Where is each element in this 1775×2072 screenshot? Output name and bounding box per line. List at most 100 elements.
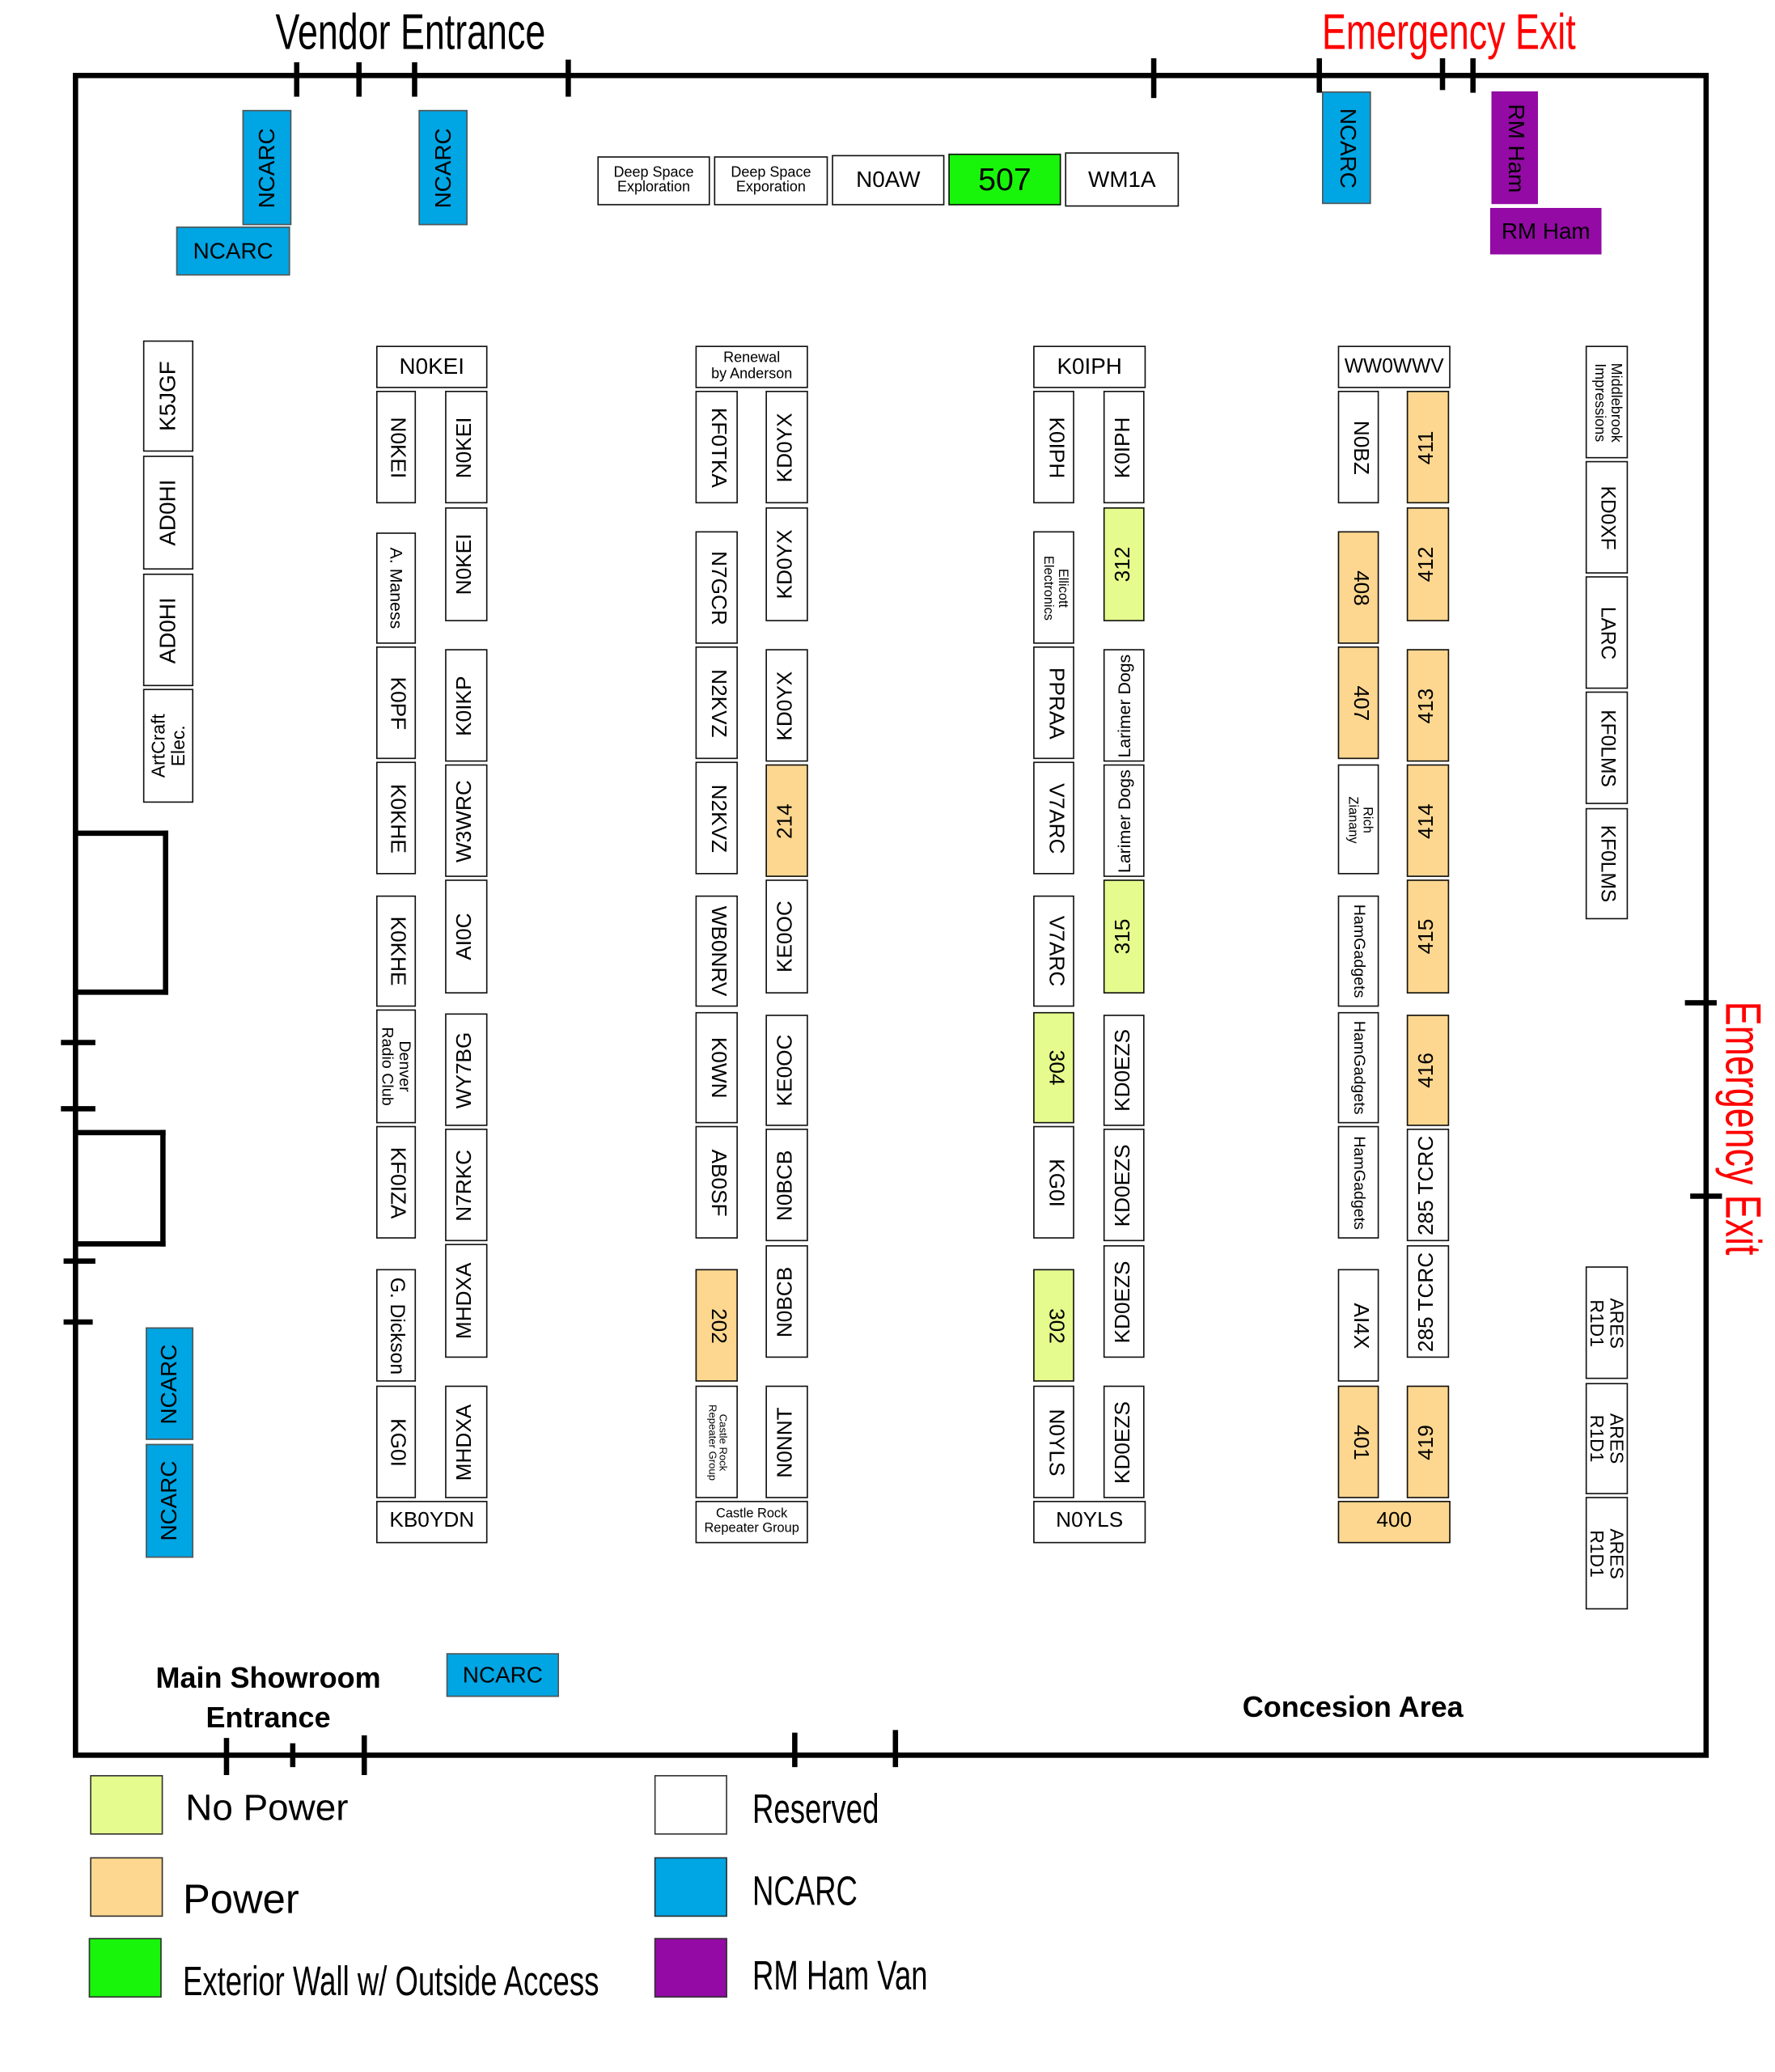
booth-label: AD0HI bbox=[155, 479, 180, 546]
booth-label: 416 bbox=[1415, 1053, 1438, 1088]
booth-label: NCARC bbox=[193, 238, 273, 264]
ncarc-booth: NCARC bbox=[176, 226, 290, 276]
legend-label-rm-ham-van: RM Ham Van bbox=[752, 1952, 928, 1999]
booth-reserved: N0KEI bbox=[375, 391, 417, 504]
booth-power: 415 bbox=[1406, 879, 1450, 994]
booth-reserved: KD0YX bbox=[765, 391, 808, 504]
booth-label: N7GCR bbox=[706, 550, 730, 625]
booth-reserved: KD0EZS bbox=[1103, 1015, 1145, 1126]
booth-reserved: Deep Space Exploration bbox=[597, 156, 710, 206]
booth-label: WY7BG bbox=[453, 1031, 477, 1108]
door-marker bbox=[1470, 58, 1476, 93]
legend-label-reserved: Reserved bbox=[752, 1786, 879, 1833]
booth-reserved: K0IKP bbox=[445, 649, 488, 762]
booth-reserved: N0AW bbox=[832, 155, 945, 206]
booth-reserved: Castle Rock Repeater Group bbox=[695, 1385, 738, 1498]
booth-reserved: K0KHE bbox=[375, 761, 417, 875]
booth-label: N0KEI bbox=[399, 354, 464, 379]
booth-label: AD0HI bbox=[155, 596, 180, 663]
ncarc-booth: NCARC bbox=[446, 1653, 559, 1697]
booth-label: N0KEI bbox=[453, 416, 477, 478]
door-marker bbox=[63, 1319, 93, 1325]
booth-reserved: WY7BG bbox=[445, 1013, 488, 1126]
booth-label: N2KVZ bbox=[706, 783, 730, 853]
booth-label: 304 bbox=[1044, 1049, 1066, 1086]
booth-label: Renewal by Anderson bbox=[711, 350, 793, 382]
booth-reserved: KD0XF bbox=[1585, 460, 1629, 574]
booth-reserved: N0NNT bbox=[765, 1385, 808, 1498]
booth-label: 312 bbox=[1111, 546, 1134, 583]
booth-reserved: ARES R1D1 bbox=[1585, 1266, 1629, 1379]
booth-label: N0KEI bbox=[453, 533, 477, 595]
booth-label: 415 bbox=[1415, 918, 1438, 955]
booth-label: AI0C bbox=[453, 913, 477, 960]
booth-label: V7ARC bbox=[1044, 915, 1066, 987]
booth-reserved: AB0SF bbox=[695, 1125, 738, 1239]
booth-reserved: AI0C bbox=[445, 879, 488, 994]
booth-label: KE0OC bbox=[774, 1034, 798, 1107]
booth-reserved: Rich Zianany bbox=[1337, 764, 1379, 875]
booth-reserved: K0PF bbox=[375, 646, 417, 760]
booth-label: KD0YX bbox=[774, 412, 798, 482]
booth-reserved: AI4X bbox=[1337, 1269, 1379, 1382]
booth-power: 202 bbox=[695, 1269, 738, 1382]
booth-reserved: A. Maness bbox=[375, 532, 417, 644]
booth-label: ArtCraft Elec. bbox=[147, 714, 189, 778]
legend-label-power: Power bbox=[182, 1875, 299, 1922]
vendor-entrance-label: Vendor Entrance bbox=[275, 5, 546, 61]
booth-label: KD0YX bbox=[774, 670, 798, 740]
booth-reserved: Deep Space Exporation bbox=[714, 156, 828, 206]
legend-swatch-power bbox=[90, 1857, 163, 1917]
booth-reserved: WW0WWV bbox=[1337, 345, 1451, 388]
booth-reserved: WB0NRV bbox=[695, 895, 738, 1007]
booth-label: K5JGF bbox=[155, 361, 180, 431]
booth-reserved: ARES R1D1 bbox=[1585, 1497, 1629, 1610]
booth-reserved: 285 TCRC bbox=[1406, 1245, 1450, 1358]
booth-label: Larimer Dogs bbox=[1113, 653, 1134, 757]
booth-power: 214 bbox=[765, 764, 808, 877]
ncarc-booth: NCARC bbox=[146, 1443, 194, 1558]
booth-label: 202 bbox=[706, 1307, 730, 1343]
booth-reserved: KF0LMS bbox=[1585, 691, 1629, 804]
main-showroom-entrance-label: Main Showroom Entrance bbox=[155, 1661, 381, 1734]
legend-swatch-reserved bbox=[654, 1774, 727, 1835]
legend-label-exterior: Exterior Wall w/ Outside Access bbox=[182, 1957, 599, 2005]
booth-reserved: Larimer Dogs bbox=[1103, 649, 1145, 762]
booth-label: K0IPH bbox=[1057, 354, 1122, 379]
booth-label: RM Ham bbox=[1501, 218, 1591, 244]
door-marker bbox=[290, 1743, 296, 1768]
booth-reserved: LARC bbox=[1585, 576, 1629, 689]
wall-alcove-upper bbox=[73, 830, 168, 995]
booth-label: 302 bbox=[1044, 1307, 1066, 1343]
ncarc-booth: NCARC bbox=[1322, 91, 1371, 205]
booth-label: ARES R1D1 bbox=[1586, 1528, 1628, 1578]
booth-label: N0YLS bbox=[1044, 1408, 1066, 1476]
booth-label: N0NNT bbox=[774, 1406, 798, 1477]
booth-reserved: HamGadgets bbox=[1337, 1125, 1379, 1239]
booth-exterior: 507 bbox=[948, 153, 1061, 206]
door-marker bbox=[63, 1258, 95, 1264]
booth-label: KG0I bbox=[386, 1417, 409, 1467]
booth-reserved: N0YLS bbox=[1033, 1385, 1074, 1498]
booth-reserved: K0IPH bbox=[1033, 345, 1146, 388]
legend-swatch-no-power bbox=[90, 1774, 163, 1835]
legend-swatch-rm-ham-van bbox=[654, 1938, 727, 1998]
booth-label: KF0IZA bbox=[386, 1146, 409, 1218]
booth-label: ARES R1D1 bbox=[1586, 1413, 1628, 1464]
booth-label: N0KEI bbox=[386, 416, 409, 478]
booth-label: KB0YDN bbox=[389, 1509, 475, 1532]
booth-label: HamGadgets bbox=[1349, 904, 1368, 998]
booth-reserved: AD0HI bbox=[142, 573, 194, 687]
booth-label: NCARC bbox=[156, 1343, 182, 1424]
booth-label: N0BCB bbox=[774, 1149, 798, 1221]
booth-label: 411 bbox=[1415, 430, 1438, 464]
booth-label: KD0EZS bbox=[1111, 1028, 1134, 1112]
hall-wall bbox=[73, 73, 1709, 1758]
booth-reserved: N0BCB bbox=[765, 1245, 808, 1358]
booth-label: N0BCB bbox=[774, 1265, 798, 1337]
wall-alcove-lower bbox=[73, 1129, 166, 1247]
booth-label: 412 bbox=[1415, 546, 1438, 583]
booth-label: Deep Space Exploration bbox=[613, 163, 694, 196]
booth-label: WM1A bbox=[1088, 166, 1156, 192]
booth-label: 400 bbox=[1376, 1509, 1413, 1532]
